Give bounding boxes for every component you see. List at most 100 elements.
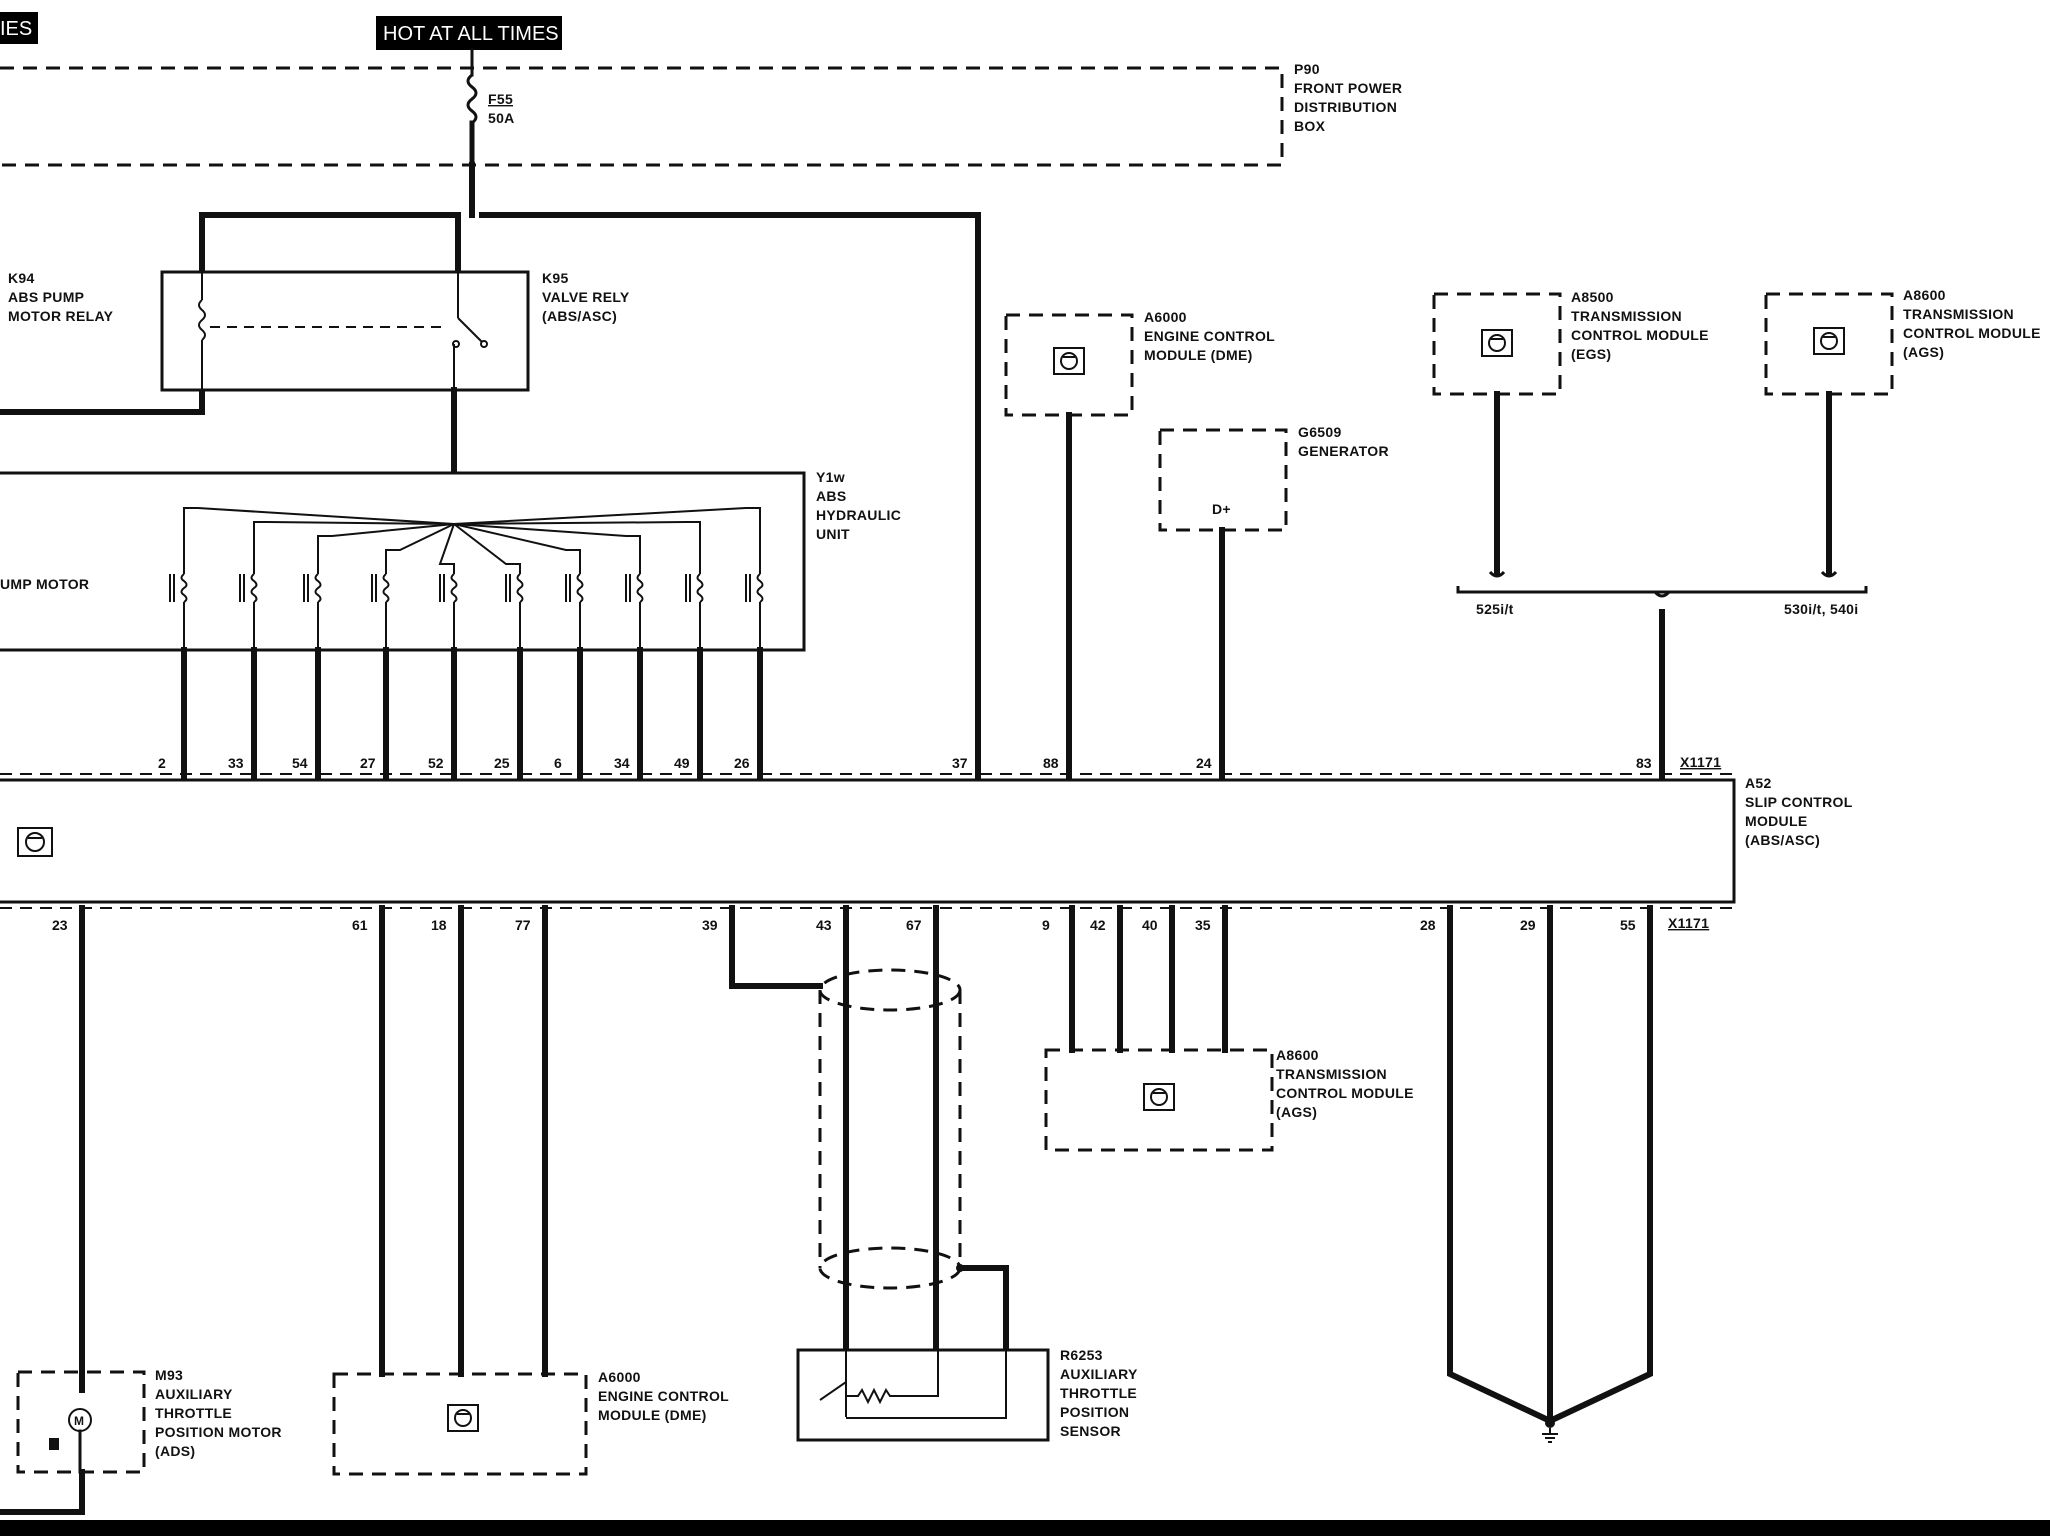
svg-text:50A: 50A — [488, 110, 515, 126]
power-wires — [0, 162, 981, 781]
svg-text:POSITION: POSITION — [1060, 1404, 1129, 1420]
svg-text:MODULE: MODULE — [1745, 813, 1807, 829]
p90-box — [0, 66, 1284, 167]
bottom-pin-28: 28 — [1420, 917, 1436, 933]
a8600-bottom-label: A8600 TRANSMISSION CONTROL MODULE (AGS) — [1276, 1047, 1413, 1120]
bottom-pin-61: 61 — [352, 917, 368, 933]
a6000-bottom-box — [332, 905, 588, 1476]
svg-text:AUXILIARY: AUXILIARY — [1060, 1366, 1138, 1382]
svg-text:VALVE RELY: VALVE RELY — [542, 289, 630, 305]
svg-text:ABS: ABS — [816, 488, 846, 504]
svg-text:A8600: A8600 — [1276, 1047, 1319, 1063]
top-pin-34: 34 — [614, 755, 630, 771]
top-pin-49: 49 — [674, 755, 690, 771]
svg-text:A6000: A6000 — [1144, 309, 1187, 325]
variant-left-label: 525i/t — [1476, 601, 1514, 617]
svg-text:ENGINE CONTROL: ENGINE CONTROL — [1144, 328, 1275, 344]
svg-text:HYDRAULIC: HYDRAULIC — [816, 507, 901, 523]
top-pin-83: 83 — [1636, 755, 1652, 771]
g6509-generator-box: D+ — [1158, 428, 1288, 532]
bottom-pin-77: 77 — [515, 917, 531, 933]
left-banner-text: IES — [0, 18, 32, 40]
m93-label: M93 AUXILIARY THROTTLE POSITION MOTOR (A… — [155, 1367, 282, 1459]
hot-at-all-times-text: HOT AT ALL TIMES — [383, 23, 559, 45]
valve-coil — [453, 507, 764, 781]
generator-terminal: D+ — [1212, 501, 1231, 517]
r6253-label: R6253 AUXILIARY THROTTLE POSITION SENSOR — [1060, 1347, 1138, 1439]
bottom-pin-9: 9 — [1042, 917, 1050, 933]
valve-coil — [453, 523, 584, 781]
valve-coil — [371, 523, 455, 781]
bottom-pin-39: 39 — [702, 917, 718, 933]
svg-text:MODULE (DME): MODULE (DME) — [598, 1407, 707, 1423]
svg-text:G6509: G6509 — [1298, 424, 1342, 440]
top-pin-25: 25 — [494, 755, 510, 771]
svg-text:BOX: BOX — [1294, 118, 1326, 134]
svg-text:F55: F55 — [488, 91, 513, 107]
motor-symbol: M — [74, 1414, 84, 1428]
top-pin-52: 52 — [428, 755, 444, 771]
svg-text:POSITION MOTOR: POSITION MOTOR — [155, 1424, 282, 1440]
svg-text:CONTROL MODULE: CONTROL MODULE — [1571, 327, 1709, 343]
svg-text:A8600: A8600 — [1903, 287, 1946, 303]
svg-text:ABS PUMP: ABS PUMP — [8, 289, 84, 305]
k95-label: K95 VALVE RELY (ABS/ASC) — [542, 270, 630, 324]
r6253-sensor-box — [796, 1348, 1050, 1442]
top-pin-33: 33 — [228, 755, 244, 771]
a52-module-icon — [17, 827, 53, 857]
svg-text:UNIT: UNIT — [816, 526, 850, 542]
bottom-pin-42: 42 — [1090, 917, 1106, 933]
svg-text:THROTTLE: THROTTLE — [1060, 1385, 1137, 1401]
top-pin-2: 2 — [158, 755, 166, 771]
svg-text:K95: K95 — [542, 270, 569, 286]
svg-text:(EGS): (EGS) — [1571, 346, 1611, 362]
a8600-top-box — [1764, 292, 1894, 396]
a8500-label: A8500 TRANSMISSION CONTROL MODULE (EGS) — [1571, 289, 1709, 362]
svg-text:Y1w: Y1w — [816, 469, 845, 485]
svg-text:M93: M93 — [155, 1367, 183, 1383]
svg-text:GENERATOR: GENERATOR — [1298, 443, 1389, 459]
pump-motor-label: UMP MOTOR — [0, 576, 89, 592]
ground-wiring — [1447, 905, 1653, 1428]
svg-text:MOTOR RELAY: MOTOR RELAY — [8, 308, 114, 324]
a52-label: A52 SLIP CONTROL MODULE (ABS/ASC) — [1745, 775, 1853, 848]
shielded-cable — [729, 905, 1009, 1353]
a6000-top-label: A6000 ENGINE CONTROL MODULE (DME) — [1144, 309, 1275, 363]
svg-text:AUXILIARY: AUXILIARY — [155, 1386, 233, 1402]
svg-text:(ADS): (ADS) — [155, 1443, 195, 1459]
valve-coil — [453, 521, 704, 781]
bottom-pin-43: 43 — [816, 917, 832, 933]
connector-label-bottom: X1171 — [1668, 915, 1709, 931]
bottom-pin-40: 40 — [1142, 917, 1158, 933]
top-pin-88: 88 — [1043, 755, 1059, 771]
svg-text:MODULE (DME): MODULE (DME) — [1144, 347, 1253, 363]
y1w-hydraulic-unit — [0, 471, 806, 652]
svg-text:SENSOR: SENSOR — [1060, 1423, 1121, 1439]
svg-text:A8500: A8500 — [1571, 289, 1614, 305]
valve-coil — [438, 523, 458, 781]
hot-at-all-times-banner: HOT AT ALL TIMES — [376, 16, 562, 50]
svg-text:FRONT POWER: FRONT POWER — [1294, 80, 1402, 96]
a6000-bottom-label: A6000 ENGINE CONTROL MODULE (DME) — [598, 1369, 729, 1423]
svg-text:TRANSMISSION: TRANSMISSION — [1903, 306, 2014, 322]
bottom-border — [0, 1520, 2050, 1536]
svg-text:A6000: A6000 — [598, 1369, 641, 1385]
valve-coil — [303, 523, 455, 781]
a8500-box — [1432, 292, 1562, 396]
svg-text:A52: A52 — [1745, 775, 1772, 791]
svg-text:(AGS): (AGS) — [1903, 344, 1944, 360]
a8600-top-label: A8600 TRANSMISSION CONTROL MODULE (AGS) — [1903, 287, 2040, 360]
valve-coil — [239, 521, 455, 781]
y1w-label: Y1w ABS HYDRAULIC UNIT — [816, 469, 901, 542]
g6509-label: G6509 GENERATOR — [1298, 424, 1389, 459]
svg-text:R6253: R6253 — [1060, 1347, 1103, 1363]
svg-text:TRANSMISSION: TRANSMISSION — [1571, 308, 1682, 324]
svg-text:SLIP CONTROL: SLIP CONTROL — [1745, 794, 1853, 810]
m93-motor-box: M — [0, 905, 146, 1515]
svg-text:(AGS): (AGS) — [1276, 1104, 1317, 1120]
svg-text:TRANSMISSION: TRANSMISSION — [1276, 1066, 1387, 1082]
fuse-f55 — [466, 48, 478, 168]
relay-box — [160, 270, 530, 392]
fuse-label: F55 50A — [488, 91, 515, 126]
